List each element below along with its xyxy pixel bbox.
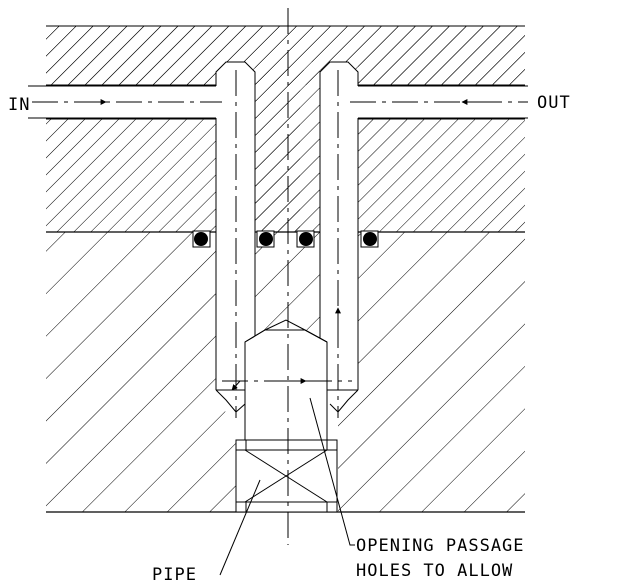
pipe-leader xyxy=(219,479,261,576)
upper-plate-top-band xyxy=(46,26,525,85)
pipe-label: PIPE xyxy=(152,565,197,580)
note-label-line1: OPENING PASSAGE xyxy=(356,536,525,556)
o-ring-seals xyxy=(192,230,379,248)
cross-passage xyxy=(215,389,359,413)
plug-body xyxy=(244,329,328,440)
note-leader xyxy=(309,397,355,546)
lower-block xyxy=(46,231,525,513)
plug-cone xyxy=(244,319,328,343)
o-ring-seal xyxy=(256,230,275,248)
inlet-drilled-hole xyxy=(215,61,256,390)
flow-arrows xyxy=(86,99,482,391)
o-ring-seal xyxy=(192,230,211,248)
inlet-label: IN xyxy=(8,95,30,115)
o-ring-seal xyxy=(360,230,379,248)
center-lines xyxy=(32,8,528,545)
outlet-drilled-hole xyxy=(319,61,359,390)
outlet-label: OUT xyxy=(537,93,571,113)
lower-block-hatch-right xyxy=(338,232,525,512)
lower-block-hatch-center xyxy=(236,232,320,390)
upper-plate xyxy=(46,25,525,232)
cross-flow-arrow-left xyxy=(231,380,241,391)
lower-block-hatch-left xyxy=(46,232,236,512)
o-ring-seal xyxy=(296,230,315,248)
leader-lines xyxy=(219,397,355,576)
note-label-line2: HOLES TO ALLOW xyxy=(356,561,513,580)
pipe-plug xyxy=(235,319,338,513)
